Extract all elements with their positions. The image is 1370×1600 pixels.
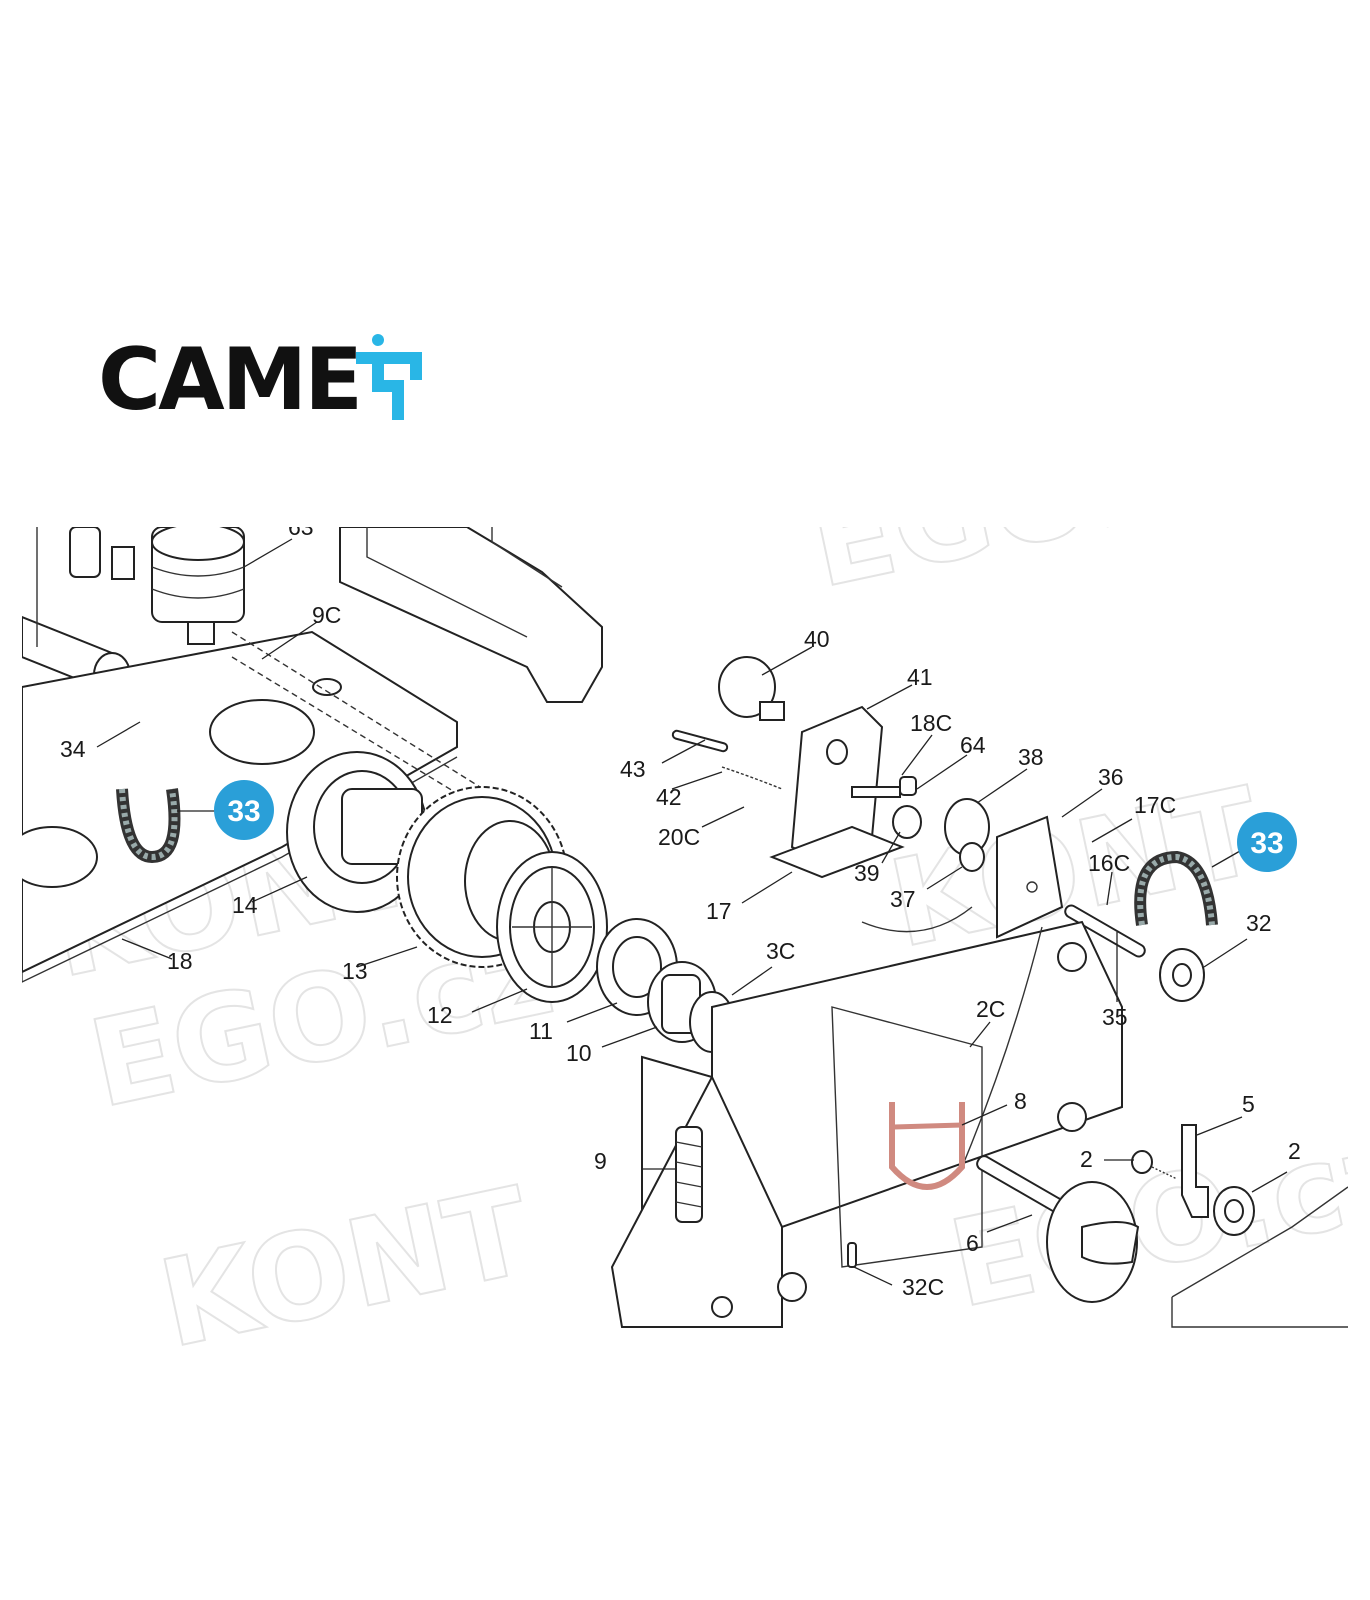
label-35: 35: [1102, 1004, 1128, 1030]
limit-switch-assembly: [671, 656, 990, 879]
label-5: 5: [1242, 1091, 1255, 1117]
label-20c: 20C: [658, 824, 700, 850]
screw-9: [675, 1126, 703, 1223]
label-2-right: 2: [1288, 1138, 1301, 1164]
came-logo-mark-icon: [356, 334, 422, 420]
label-43: 43: [620, 756, 646, 782]
label-13: 13: [342, 958, 368, 984]
label-9: 9: [594, 1148, 607, 1174]
label-14: 14: [232, 892, 258, 918]
label-16c: 16C: [1088, 850, 1130, 876]
label-32: 32: [1246, 910, 1272, 936]
leader-lines: [96, 538, 1288, 1286]
highlight-badge-33-left: 33: [214, 780, 274, 840]
badge-circle: [1237, 812, 1297, 872]
highlight-badge-33-right: 33: [1237, 812, 1297, 872]
label-18: 18: [167, 948, 193, 974]
label-33-right: 33: [1250, 827, 1283, 860]
badge-circle: [214, 780, 274, 840]
label-18c: 18C: [910, 710, 952, 736]
part-labels: 63 9C 34 14 18 13 12 11 10 40 41 18C 64 …: [60, 527, 1301, 1300]
label-42: 42: [656, 784, 682, 810]
watermark-ego-top: EGO.cz: [799, 527, 1284, 615]
label-12: 12: [427, 1002, 453, 1028]
label-39: 39: [854, 860, 880, 886]
label-2-left: 2: [1080, 1146, 1093, 1172]
label-34: 34: [60, 736, 86, 762]
brand-name: CAME: [98, 330, 363, 430]
label-8: 8: [1014, 1088, 1027, 1114]
logo-bar-top: [356, 352, 422, 364]
shaft-and-pulley: [1064, 904, 1205, 1002]
belt-right: [1134, 850, 1218, 926]
label-33-left: 33: [227, 795, 260, 828]
label-3c: 3C: [766, 938, 795, 964]
housing-bracket: [339, 527, 603, 703]
label-32c: 32C: [902, 1274, 944, 1300]
label-9c: 9C: [312, 602, 341, 628]
belt-left: [116, 788, 181, 864]
label-17c: 17C: [1134, 792, 1176, 818]
label-10: 10: [566, 1040, 592, 1066]
logo-dot: [372, 334, 384, 346]
watermark-kont-bottom: KONT: [149, 1162, 542, 1347]
label-6: 6: [966, 1230, 979, 1256]
label-2c: 2C: [976, 996, 1005, 1022]
bracket-5-and-nuts: [1131, 1124, 1348, 1328]
exploded-parts-diagram: KONT EGO.cz EGO.cz KONT KONT EGO.cz: [22, 527, 1348, 1347]
label-36: 36: [1098, 764, 1124, 790]
label-40: 40: [804, 626, 830, 652]
label-38: 38: [1018, 744, 1044, 770]
label-64: 64: [960, 732, 986, 758]
label-63: 63: [288, 527, 314, 540]
gearbox-housing: [610, 906, 1123, 1328]
label-11: 11: [529, 1018, 553, 1044]
spring-8: [889, 1102, 965, 1190]
wheel-12: [496, 851, 608, 1003]
release-knob-6: [976, 1155, 1140, 1303]
label-37: 37: [890, 886, 916, 912]
motor-assembly: [22, 527, 278, 724]
plate-36: [996, 815, 1064, 939]
label-17: 17: [706, 898, 732, 924]
screw-32c: [847, 1242, 857, 1268]
logo-stub-right: [410, 364, 422, 380]
label-41: 41: [907, 664, 933, 690]
logo-stem-right: [392, 380, 404, 420]
